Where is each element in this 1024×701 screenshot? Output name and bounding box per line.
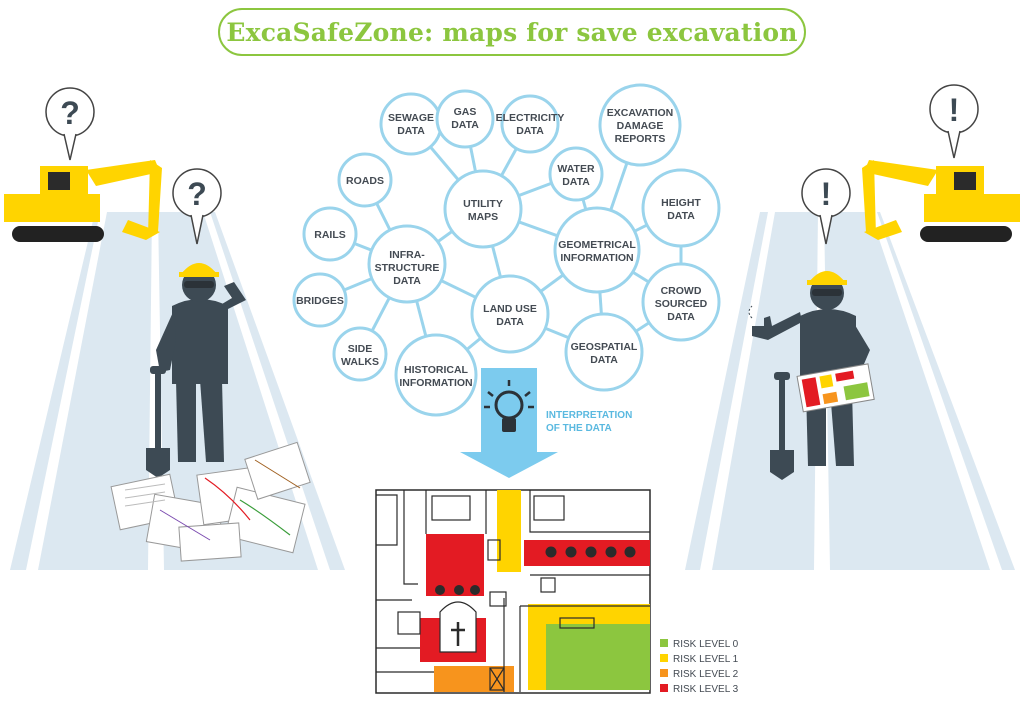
label-crowd-3: DATA <box>667 311 695 323</box>
node-utility-circle <box>443 169 523 249</box>
node-excavation-circle <box>598 83 682 167</box>
legend-label-0: RISK LEVEL 0 <box>673 639 739 650</box>
interpretation-label-2: OF THE DATA <box>546 423 612 434</box>
label-historical-1: HISTORICAL <box>404 364 469 376</box>
node-electricity-circle <box>500 94 560 154</box>
label-excavation-1: EXCAVATION <box>607 107 674 119</box>
question-mark-1: ? <box>60 95 80 131</box>
label-infra-3: DATA <box>393 275 421 287</box>
label-sidewalks-2: WALKS <box>341 356 379 368</box>
label-water-1: WATER <box>557 163 595 175</box>
node-gas-circle <box>435 89 495 149</box>
legend-label-2: RISK LEVEL 2 <box>673 669 739 680</box>
node-geospatial-circle <box>564 312 644 392</box>
label-landuse-1: LAND USE <box>483 303 537 315</box>
label-rails: RAILS <box>314 229 346 241</box>
label-bridges: BRIDGES <box>296 295 344 307</box>
node-bridges-circle <box>292 272 348 328</box>
label-utility-1: UTILITY <box>463 198 503 210</box>
risk-map <box>375 489 651 694</box>
node-rails-circle <box>302 206 358 262</box>
label-excavation-3: REPORTS <box>615 133 666 145</box>
label-roads: ROADS <box>346 175 384 187</box>
lightbulb-icon <box>484 380 534 432</box>
node-sewage-circle <box>379 92 443 156</box>
tree-cluster-icon <box>435 546 636 595</box>
legend-swatch-1 <box>660 654 668 662</box>
label-geospatial-2: DATA <box>590 354 618 366</box>
node-sidewalks-circle <box>332 326 388 382</box>
label-infra-1: INFRA- <box>389 249 425 261</box>
interpretation-arrow-icon <box>460 368 558 478</box>
legend-label-1: RISK LEVEL 1 <box>673 654 739 665</box>
data-network-nodes <box>292 83 721 417</box>
node-geometrical-circle <box>553 206 641 294</box>
node-landuse-circle <box>470 274 550 354</box>
label-infra-2: STRUCTURE <box>375 262 440 274</box>
label-electricity-1: ELECTRICITY <box>496 112 565 124</box>
label-geospatial-1: GEOSPATIAL <box>571 341 638 353</box>
legend-swatch-3 <box>660 684 668 692</box>
label-sidewalks-1: SIDE <box>348 343 373 355</box>
label-excavation-2: DAMAGE <box>617 120 664 132</box>
node-crowd-circle <box>641 262 721 342</box>
confused-worker-icon <box>146 263 246 478</box>
label-crowd-2: SOURCED <box>655 298 708 310</box>
legend-swatch-2 <box>660 669 668 677</box>
title-banner: ExcaSafeZone: maps for save excavation <box>218 8 806 56</box>
label-landuse-2: DATA <box>496 316 524 328</box>
label-sewage-2: DATA <box>397 125 425 137</box>
church-icon <box>439 601 477 653</box>
label-height-1: HEIGHT <box>661 197 701 209</box>
label-historical-2: INFORMATION <box>399 377 472 389</box>
data-network-labels: SEWAGE DATA GAS DATA ELECTRICITY DATA EX… <box>296 106 708 389</box>
label-electricity-2: DATA <box>516 125 544 137</box>
label-height-2: DATA <box>667 210 695 222</box>
question-mark-2: ? <box>187 176 207 212</box>
question-bubble-1: ? <box>45 87 95 161</box>
legend-swatch-0 <box>660 639 668 647</box>
excavator-right-icon <box>862 160 1020 242</box>
scattered-documents-icon <box>110 441 311 562</box>
node-infra-circle <box>367 224 447 304</box>
risk-legend: RISK LEVEL 0 RISK LEVEL 1 RISK LEVEL 2 R… <box>660 639 739 695</box>
exclamation-bubble-2: ! <box>801 168 851 245</box>
node-historical-circle <box>394 333 478 417</box>
label-sewage-1: SEWAGE <box>388 112 434 124</box>
page-title: ExcaSafeZone: maps for save excavation <box>226 17 798 47</box>
interpretation-label-1: INTERPRETATION <box>546 410 632 421</box>
node-roads-circle <box>337 152 393 208</box>
exclamation-mark-2: ! <box>821 176 832 212</box>
label-water-2: DATA <box>562 176 590 188</box>
risk-map-thumbnail-icon <box>796 363 875 413</box>
legend-label-3: RISK LEVEL 3 <box>673 684 739 695</box>
label-geometrical-1: GEOMETRICAL <box>558 239 636 251</box>
label-geometrical-2: INFORMATION <box>560 252 633 264</box>
exclamation-mark-1: ! <box>949 92 960 128</box>
excavator-left-icon <box>4 160 162 242</box>
node-height-circle <box>641 168 721 248</box>
label-gas-1: GAS <box>454 106 477 118</box>
exclamation-bubble-1: ! <box>929 84 979 159</box>
label-gas-2: DATA <box>451 119 479 131</box>
node-water-circle <box>548 146 604 202</box>
question-bubble-2: ? <box>172 168 222 245</box>
label-crowd-1: CROWD <box>661 285 702 297</box>
label-utility-2: MAPS <box>468 211 498 223</box>
